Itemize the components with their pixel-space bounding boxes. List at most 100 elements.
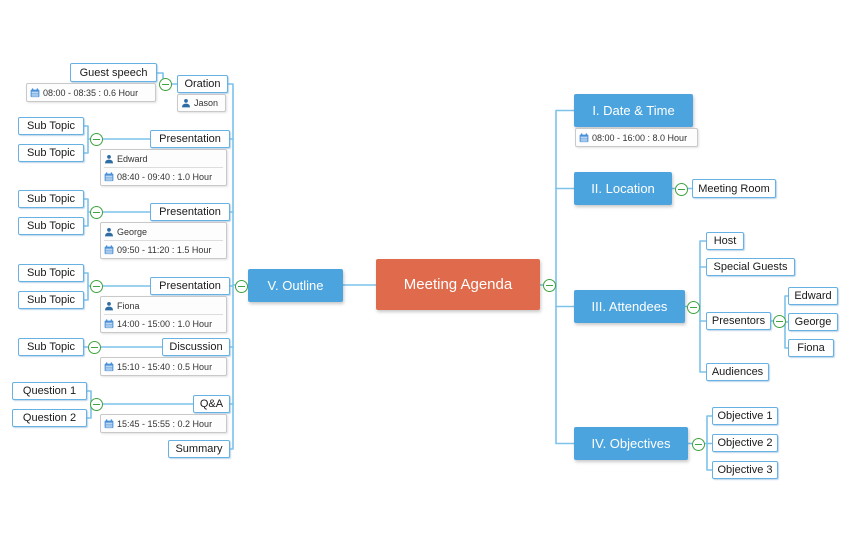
collapse-icon-location[interactable] [675,183,688,196]
collapse-icon-presentation-1[interactable] [90,133,103,146]
assignee-name: Edward [117,153,148,164]
time-row: 09:50 - 11:20 : 1.5 Hour [104,240,223,258]
collapse-icon-presentors[interactable] [773,315,786,328]
node-discussion[interactable]: Discussion [162,338,230,356]
node-discussion-label: Discussion [169,341,223,353]
node-question-1[interactable]: Question 1 [12,382,87,400]
collapse-icon-outline[interactable] [235,280,248,293]
node-host-label: Host [713,235,737,247]
assignee-name: Fiona [117,300,140,311]
node-presentation-1-label: Presentation [159,133,221,145]
root-topic-meeting-agenda[interactable]: Meeting Agenda [376,259,540,310]
node-sub-topic[interactable]: Sub Topic [18,190,84,208]
topic-objectives[interactable]: IV. Objectives [574,427,688,460]
node-presentation-3[interactable]: Presentation [150,277,230,295]
root-topic-label: Meeting Agenda [403,276,513,293]
node-objective-3[interactable]: Objective 3 [712,461,778,479]
node-presenter-george[interactable]: George [788,313,838,331]
collapse-icon-presentation-2[interactable] [90,206,103,219]
collapse-icon-root-right[interactable] [543,279,556,292]
time-row: 14:00 - 15:00 : 1.0 Hour [104,314,223,332]
node-guest-speech[interactable]: Guest speech [70,63,157,82]
person-icon [104,227,114,236]
time-row: 15:45 - 15:55 : 0.2 Hour [104,415,223,432]
collapse-icon-attendees[interactable] [687,301,700,314]
person-icon [104,154,114,163]
node-objective-3-label: Objective 3 [717,464,773,476]
time-row: 08:00 - 08:35 : 0.6 Hour [30,84,152,101]
date-time-task-card: 08:00 - 16:00 : 8.0 Hour [575,128,698,147]
node-presenter-fiona[interactable]: Fiona [788,339,834,357]
topic-objectives-label: IV. Objectives [591,436,671,451]
node-sub-topic-label: Sub Topic [26,294,76,306]
node-question-1-label: Question 1 [22,385,77,397]
calendar-icon [104,318,114,328]
collapse-icon-qa[interactable] [90,398,103,411]
assignee-row: Fiona [104,297,223,314]
node-objective-2-label: Objective 2 [717,437,773,449]
node-sub-topic[interactable]: Sub Topic [18,338,84,356]
node-sub-topic-label: Sub Topic [26,147,76,159]
node-sub-topic-label: Sub Topic [26,120,76,132]
topic-location[interactable]: II. Location [574,172,672,205]
calendar-icon [104,244,114,254]
node-sub-topic[interactable]: Sub Topic [18,291,84,309]
node-sub-topic-label: Sub Topic [26,341,76,353]
node-presentors[interactable]: Presentors [706,312,771,330]
calendar-icon [104,418,114,428]
time-text: 15:10 - 15:40 : 0.5 Hour [117,361,213,372]
node-sub-topic[interactable]: Sub Topic [18,217,84,235]
node-presentation-2-label: Presentation [159,206,221,218]
node-audiences-label: Audiences [711,366,764,378]
time-text: 15:45 - 15:55 : 0.2 Hour [117,418,213,429]
person-icon [181,98,191,108]
node-question-2-label: Question 2 [22,412,77,424]
node-special-guests[interactable]: Special Guests [706,258,795,276]
assignee-row: Jason [181,95,222,111]
time-text: 09:50 - 11:20 : 1.5 Hour [117,244,212,255]
node-qa-label: Q&A [199,398,224,410]
node-presentation-1[interactable]: Presentation [150,130,230,148]
topic-date-time-label: I. Date & Time [592,103,675,118]
qa-task-card: 15:45 - 15:55 : 0.2 Hour [100,414,227,433]
node-objective-1[interactable]: Objective 1 [712,407,778,425]
node-meeting-room-label: Meeting Room [698,182,770,195]
node-oration[interactable]: Oration [177,75,228,93]
collapse-icon-objectives[interactable] [692,438,705,451]
node-presenter-edward[interactable]: Edward [788,287,838,305]
calendar-icon [30,87,40,97]
topic-location-label: II. Location [591,181,655,196]
node-meeting-room[interactable]: Meeting Room [692,179,776,198]
node-special-guests-label: Special Guests [713,261,788,273]
collapse-icon-presentation-3[interactable] [90,280,103,293]
node-host[interactable]: Host [706,232,744,250]
time-row: 08:00 - 16:00 : 8.0 Hour [579,129,694,146]
node-summary[interactable]: Summary [168,440,230,458]
node-sub-topic[interactable]: Sub Topic [18,264,84,282]
node-presentors-label: Presentors [711,315,766,327]
collapse-icon-oration[interactable] [159,78,172,91]
node-audiences[interactable]: Audiences [706,363,769,381]
node-presenter-edward-label: Edward [794,290,832,302]
assignee-name: Jason [194,98,219,108]
topic-attendees[interactable]: III. Attendees [574,290,685,323]
node-presenter-fiona-label: Fiona [797,342,825,354]
node-qa[interactable]: Q&A [193,395,230,413]
topic-date-time[interactable]: I. Date & Time [574,94,693,127]
presentation-2-task-card: George 09:50 - 11:20 : 1.5 Hour [100,222,227,259]
guest-speech-task-card: 08:00 - 08:35 : 0.6 Hour [26,83,156,102]
node-sub-topic[interactable]: Sub Topic [18,117,84,135]
collapse-icon-discussion[interactable] [88,341,101,354]
node-objective-2[interactable]: Objective 2 [712,434,778,452]
node-objective-1-label: Objective 1 [717,410,773,422]
oration-task-card: Jason [177,94,226,112]
node-sub-topic-label: Sub Topic [26,193,76,205]
time-text: 14:00 - 15:00 : 1.0 Hour [117,318,213,329]
node-guest-speech-label: Guest speech [79,66,148,79]
node-question-2[interactable]: Question 2 [12,409,87,427]
topic-outline[interactable]: V. Outline [248,269,343,302]
node-sub-topic[interactable]: Sub Topic [18,144,84,162]
assignee-name: George [117,226,148,237]
node-presentation-2[interactable]: Presentation [150,203,230,221]
